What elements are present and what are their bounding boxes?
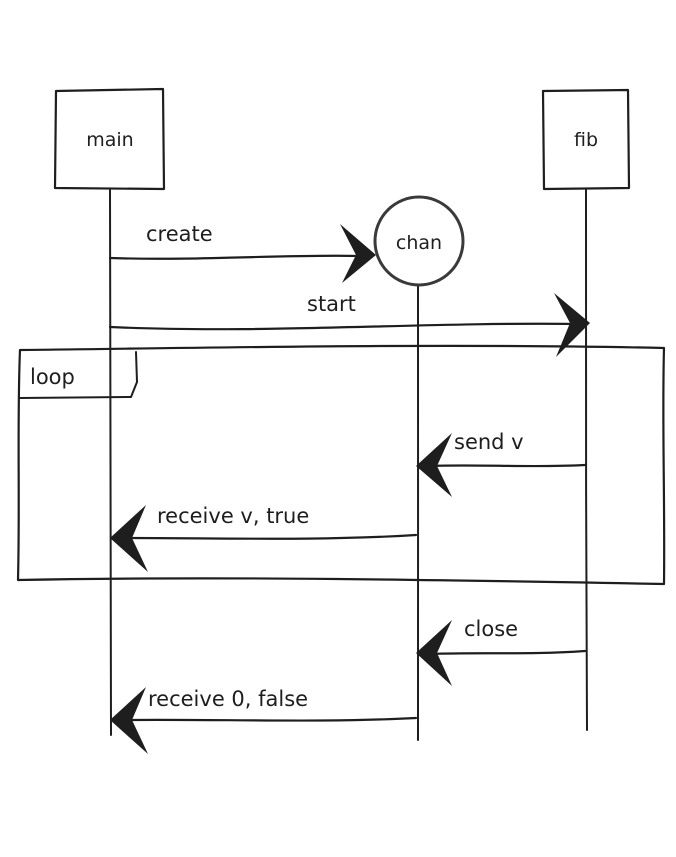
fragment-loop-frame bbox=[16, 344, 666, 586]
message-receive-true-label: receive v, true bbox=[157, 504, 309, 528]
participant-main-label: main bbox=[86, 129, 133, 151]
participant-fib-label: fib bbox=[574, 129, 598, 151]
participant-main: main bbox=[53, 87, 166, 191]
participant-chan-circle bbox=[373, 195, 465, 287]
participant-chan: chan bbox=[373, 195, 465, 287]
message-receive-false-line bbox=[123, 716, 418, 722]
arrowhead-right-icon bbox=[340, 224, 376, 283]
message-start-line bbox=[108, 322, 577, 331]
message-create-label: create bbox=[146, 222, 213, 246]
lifeline-main bbox=[109, 189, 112, 736]
message-start: start bbox=[108, 292, 590, 357]
lifeline-chan bbox=[416, 285, 420, 741]
message-receive-false-label: receive 0, false bbox=[148, 687, 308, 711]
message-receive-true-line bbox=[123, 533, 418, 540]
message-create: create bbox=[108, 222, 376, 283]
message-send: send v bbox=[416, 430, 587, 497]
fragment-loop: loop bbox=[16, 344, 666, 586]
fragment-loop-tab bbox=[19, 351, 138, 399]
fragment-loop-label: loop bbox=[30, 365, 75, 389]
arrowhead-left-icon bbox=[110, 505, 148, 572]
participant-chan-label: chan bbox=[396, 232, 442, 254]
message-send-label: send v bbox=[454, 430, 524, 454]
message-close-label: close bbox=[464, 617, 518, 641]
message-receive-true: receive v, true bbox=[110, 504, 418, 572]
message-receive-false: receive 0, false bbox=[110, 687, 418, 754]
lifeline-fib bbox=[585, 189, 588, 731]
participant-fib-box bbox=[541, 88, 631, 191]
message-create-line bbox=[108, 254, 362, 260]
message-send-line bbox=[428, 463, 587, 468]
arrowhead-left-icon bbox=[416, 620, 452, 686]
message-close-line bbox=[428, 649, 587, 656]
participant-main-box bbox=[53, 87, 166, 191]
arrowhead-left-icon bbox=[110, 687, 148, 754]
arrowhead-left-icon bbox=[416, 433, 452, 497]
message-close: close bbox=[416, 617, 587, 686]
participant-fib: fib bbox=[541, 88, 631, 191]
message-start-label: start bbox=[307, 292, 356, 316]
arrowhead-right-icon bbox=[554, 293, 590, 357]
